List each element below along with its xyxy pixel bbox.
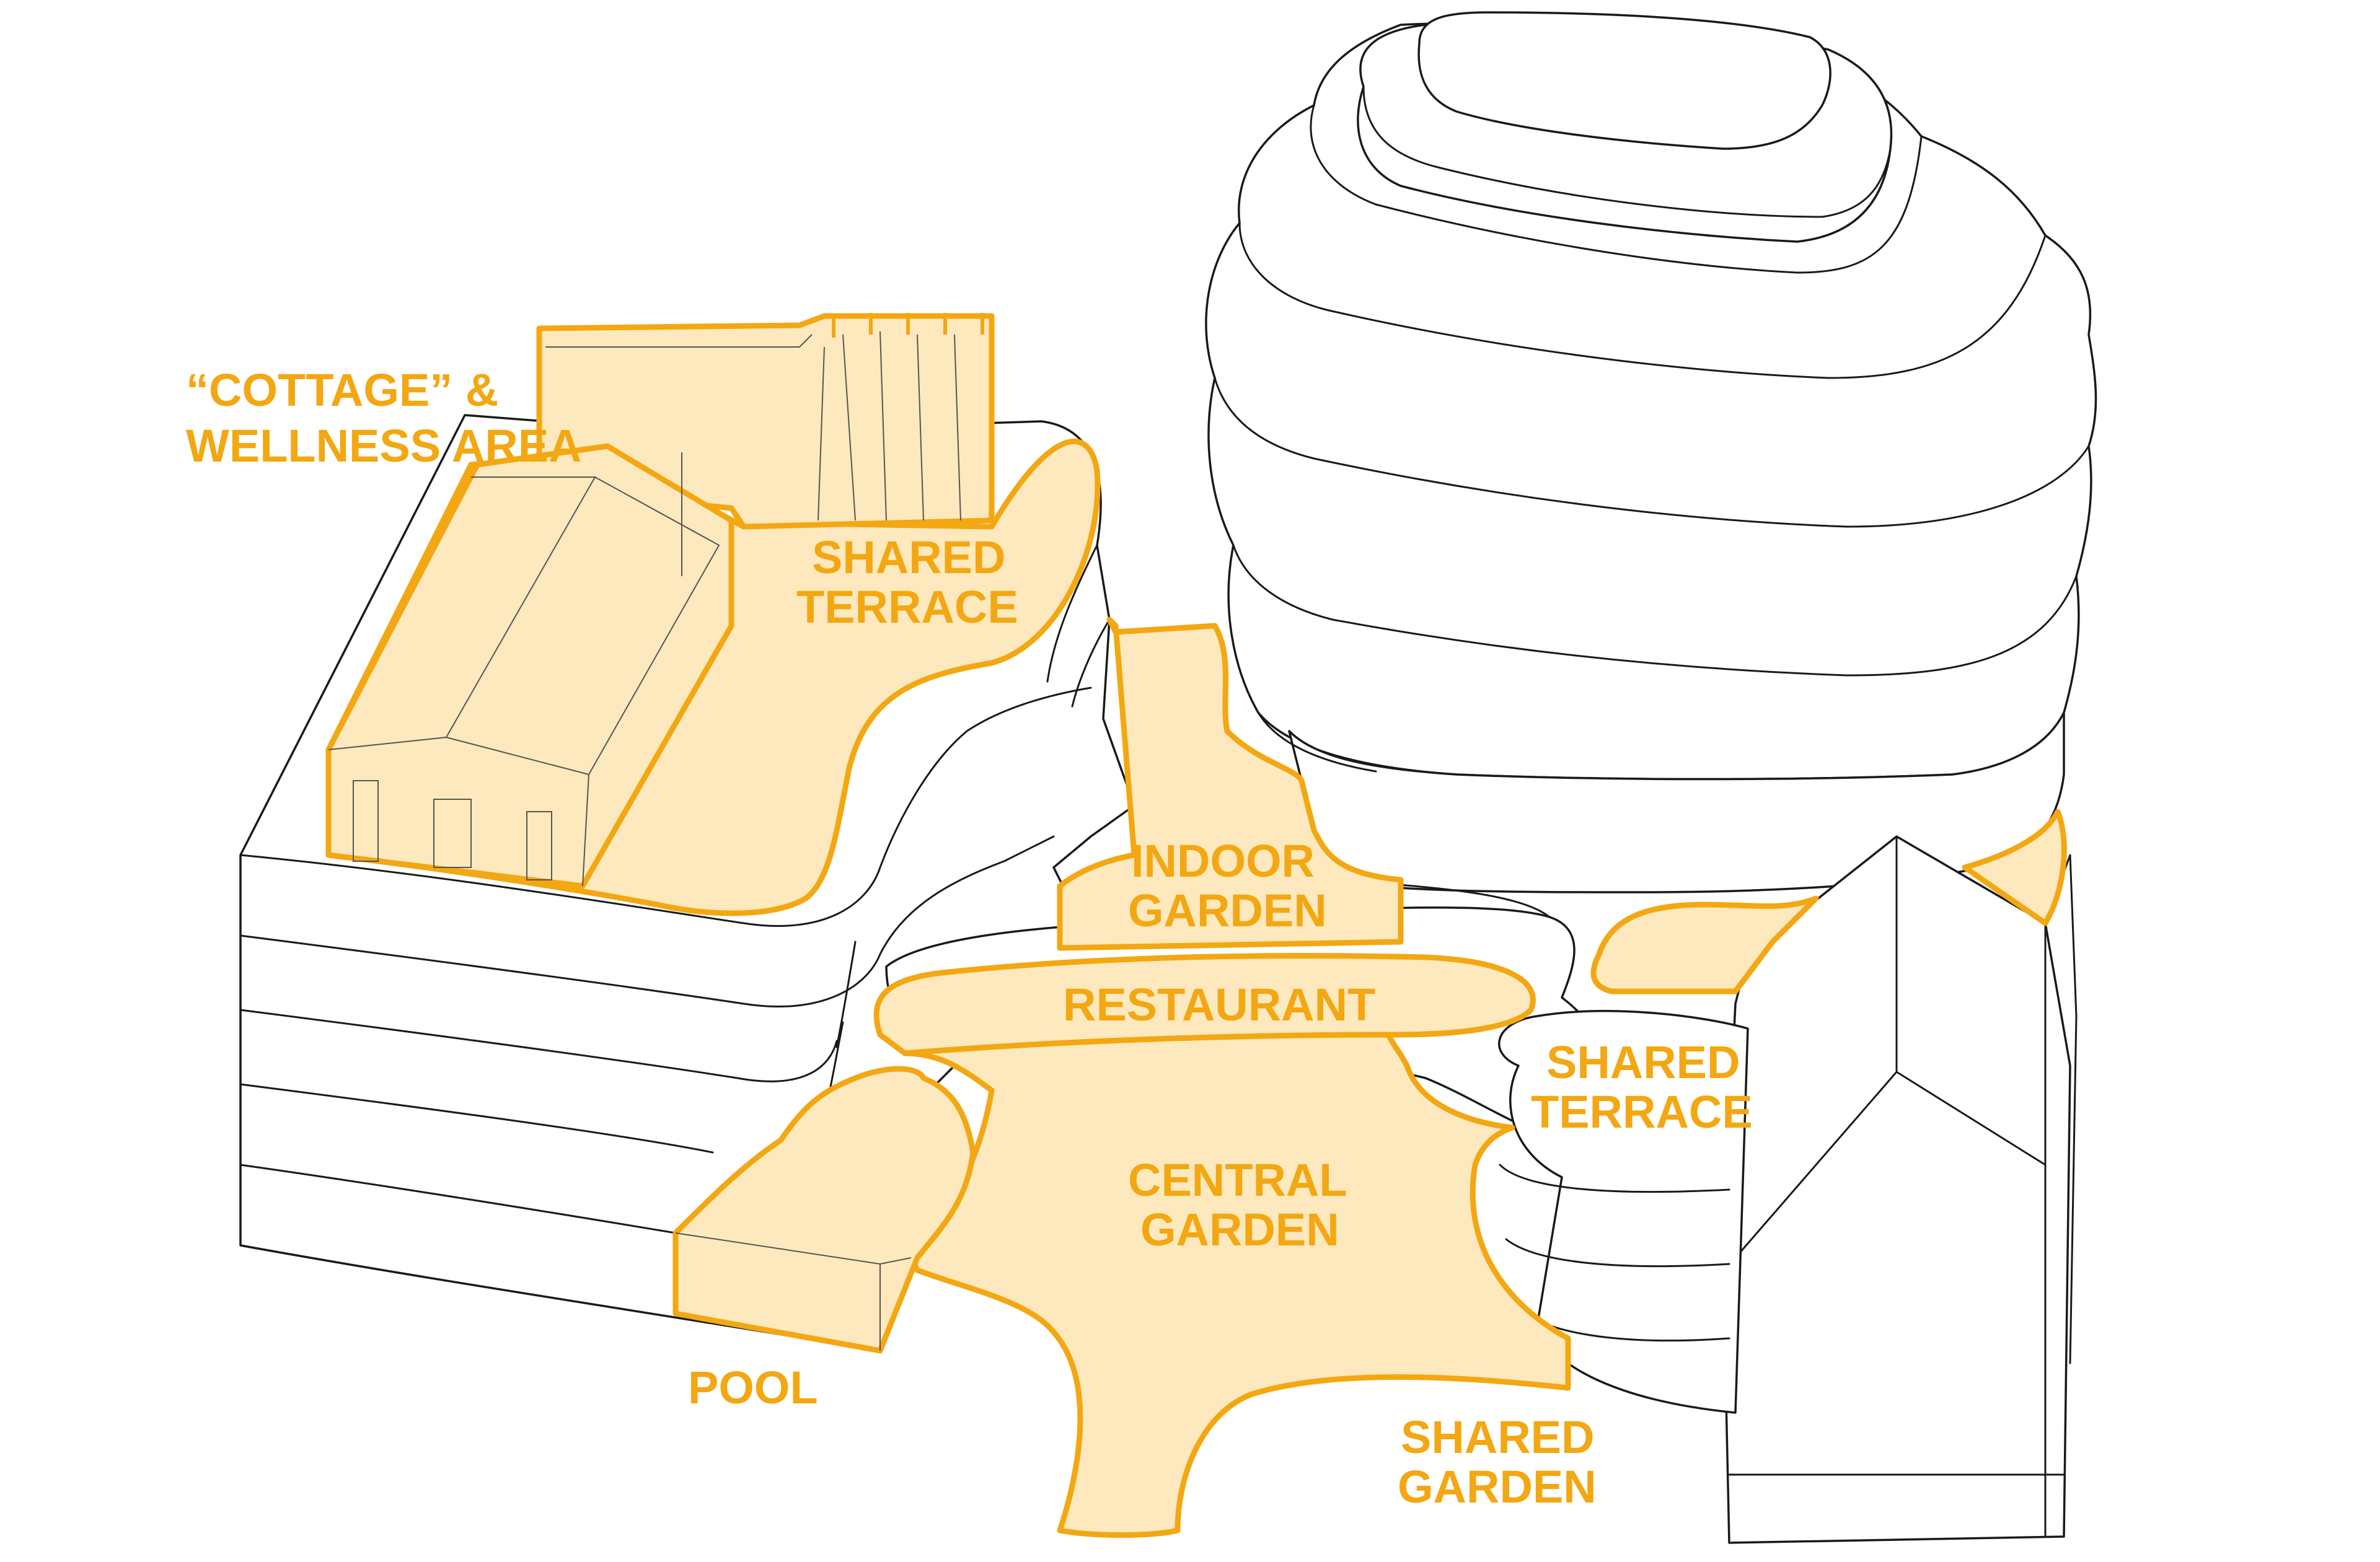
label-shared-terrace-right-2: TERRACE — [1531, 1086, 1753, 1138]
cottage-window — [353, 780, 552, 880]
pool-basin — [672, 1066, 976, 1354]
left-block-slab — [239, 1164, 677, 1234]
label-cottage-line1: “COTTAGE” & — [186, 364, 498, 416]
right-terrace-slabs — [1498, 1010, 1749, 1414]
tower-contour — [1232, 544, 2078, 677]
zone-pool — [672, 1066, 976, 1354]
pitched-house — [1722, 835, 2078, 1544]
zone-shared-terrace-right-back — [1962, 809, 2067, 926]
cottage-wall — [582, 774, 589, 887]
zone-shared-terrace-right — [1590, 895, 1819, 994]
label-indoor-garden-1: INDOOR — [1131, 835, 1315, 887]
right-terrace-slab-line — [1505, 1238, 1730, 1268]
tower — [1205, 11, 2097, 893]
label-shared-garden-1: SHARED — [1401, 1411, 1594, 1463]
left-block-slab — [239, 835, 1055, 1007]
tower-top-contour — [1362, 86, 1892, 218]
left-block-slab — [239, 687, 1092, 927]
tower-contour — [1257, 711, 1377, 773]
label-cottage-line2: WELLNESS AREA — [186, 420, 582, 472]
label-indoor-garden-2: GARDEN — [1128, 885, 1327, 936]
label-shared-terrace-top-2: TERRACE — [796, 581, 1018, 633]
tower-contour — [1238, 222, 2047, 379]
right-terrace-slab-line — [1499, 1164, 1730, 1193]
label-shared-terrace-top-1: SHARED — [812, 532, 1005, 583]
labels: “COTTAGE” & WELLNESS AREA SHARED TERRACE… — [186, 364, 1753, 1512]
wellness-box-edge — [545, 334, 813, 348]
label-shared-garden-2: GARDEN — [1398, 1461, 1597, 1512]
label-central-garden-1: CENTRAL — [1128, 1154, 1347, 1206]
wellness-box-grille — [818, 331, 961, 521]
label-restaurant: RESTAURANT — [1063, 979, 1375, 1030]
zone-central-garden — [902, 1032, 1571, 1538]
cottage-roof-ridge — [328, 476, 596, 750]
left-block-slab — [239, 1009, 838, 1082]
pitched-house-gable — [1734, 1071, 2047, 1259]
label-central-garden-2: GARDEN — [1140, 1204, 1339, 1255]
left-block-slab-edge — [1071, 618, 1111, 708]
right-terrace-slab — [1498, 1010, 1749, 1414]
wellness-box-ribs — [832, 313, 984, 338]
cottage-mass — [325, 443, 734, 889]
label-pool: POOL — [688, 1362, 818, 1413]
pool-edge — [675, 1232, 912, 1351]
left-block-slab-edge — [1046, 544, 1098, 683]
zone-indoor-garden — [1057, 616, 1404, 951]
cottage-roof-ridge — [446, 476, 720, 776]
left-block-slab — [239, 1083, 714, 1154]
tower-contour — [1310, 104, 1923, 274]
tower-roof — [1417, 11, 1831, 150]
left-block-slab-edge — [835, 941, 857, 1048]
label-shared-terrace-right-1: SHARED — [1546, 1037, 1740, 1088]
tower-contour — [1214, 377, 2090, 528]
zone-cottage — [325, 443, 734, 889]
